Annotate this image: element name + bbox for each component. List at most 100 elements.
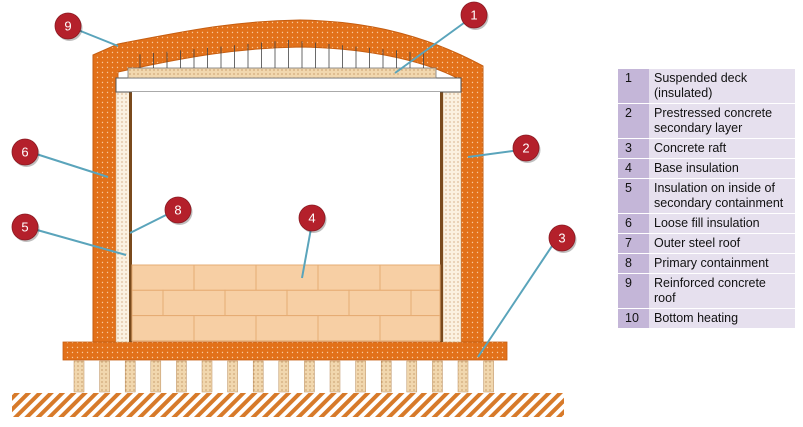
callout-number: 9 — [64, 19, 71, 34]
callout-number: 6 — [21, 145, 28, 160]
leader-line-9 — [72, 27, 119, 47]
pile — [355, 360, 366, 393]
pile — [278, 360, 290, 393]
insulation-block — [162, 289, 226, 317]
pile — [380, 360, 392, 393]
insulation-block — [255, 264, 319, 291]
leader-line-8 — [129, 211, 173, 234]
insulation-block — [379, 264, 441, 291]
leader-line-3 — [477, 239, 557, 358]
insulation-block — [193, 264, 257, 291]
pile — [483, 360, 494, 393]
tank-interior — [132, 92, 440, 264]
callout-1: 1 — [460, 1, 489, 30]
legend-number: 8 — [618, 253, 649, 274]
callout-number: 8 — [174, 203, 181, 218]
legend-description: Insulation on inside of secondary contai… — [649, 178, 795, 214]
legend-number: 6 — [618, 213, 649, 234]
legend-number: 4 — [618, 158, 649, 179]
base-insulation-blocks — [131, 264, 441, 342]
insulation-block — [317, 264, 381, 291]
leader-line-1 — [394, 19, 469, 74]
legend-number: 3 — [618, 138, 649, 159]
callout-number: 3 — [558, 231, 565, 246]
callout-4: 4 — [298, 204, 327, 233]
insulation-block — [255, 315, 319, 342]
callout-markers: 1 2 3 4 5 6 8 9 — [11, 1, 577, 253]
insulation-block — [131, 264, 195, 291]
pile — [176, 360, 187, 393]
callout-5: 5 — [11, 213, 40, 242]
callout-9: 9 — [54, 12, 83, 41]
insulation-block — [131, 289, 164, 317]
tank-cross-section-diagram: 1 2 3 4 5 6 8 9 — [11, 1, 577, 417]
loose-fill-insulation-right — [442, 91, 462, 343]
insulation-block — [193, 315, 257, 342]
pile — [304, 360, 315, 393]
pile — [124, 360, 136, 393]
pile — [201, 360, 213, 393]
pile — [432, 360, 443, 393]
pile — [227, 360, 238, 393]
legend-number: 7 — [618, 233, 649, 254]
callout-number: 4 — [308, 211, 315, 226]
callout-6: 6 — [11, 138, 40, 167]
legend-description: Prestressed concrete secondary layer — [649, 103, 795, 139]
insulation-block — [348, 289, 412, 317]
legend-description: Base insulation — [649, 158, 795, 179]
pile — [329, 360, 341, 393]
leader-line-2 — [467, 149, 521, 158]
pile — [73, 360, 85, 393]
insulation-block — [131, 315, 195, 342]
insulation-block — [317, 315, 381, 342]
deck-hangers — [139, 40, 424, 68]
callout-number: 5 — [21, 220, 28, 235]
leader-lines — [29, 19, 557, 358]
legend-number: 2 — [618, 103, 649, 139]
callout-8: 8 — [164, 196, 193, 225]
callout-2: 2 — [512, 134, 541, 163]
reinforced-concrete-shell — [92, 19, 484, 343]
legend-number: 1 — [618, 68, 649, 104]
primary-containment-left — [129, 92, 132, 342]
legend-description: Primary containment — [649, 253, 795, 274]
ground — [12, 393, 564, 417]
legend-number: 5 — [618, 178, 649, 214]
legend-description: Bottom heating — [649, 308, 795, 329]
pile — [457, 360, 469, 393]
legend-number: 9 — [618, 273, 649, 309]
insulation-block — [224, 289, 288, 317]
legend-description: Concrete raft — [649, 138, 795, 159]
pile — [252, 360, 264, 393]
suspended-deck — [127, 67, 437, 79]
leader-line-5 — [29, 227, 127, 256]
pile — [406, 360, 418, 393]
leader-line-6 — [29, 151, 109, 178]
callout-3: 3 — [548, 224, 577, 253]
deck-frame — [115, 77, 462, 93]
legend-description: Outer steel roof — [649, 233, 795, 254]
leader-line-4 — [301, 222, 313, 279]
legend-description: Loose fill insulation — [649, 213, 795, 234]
primary-containment-right — [440, 92, 443, 342]
insulation-block — [410, 289, 441, 317]
loose-fill-insulation-left — [115, 91, 131, 343]
foundation-piles — [70, 360, 500, 393]
insulation-block — [379, 315, 441, 342]
pile — [150, 360, 162, 393]
legend-description: Reinforced concrete roof — [649, 273, 795, 309]
legend-description: Suspended deck (insulated) — [649, 68, 795, 104]
callout-number: 2 — [522, 141, 529, 156]
concrete-raft — [62, 341, 508, 361]
